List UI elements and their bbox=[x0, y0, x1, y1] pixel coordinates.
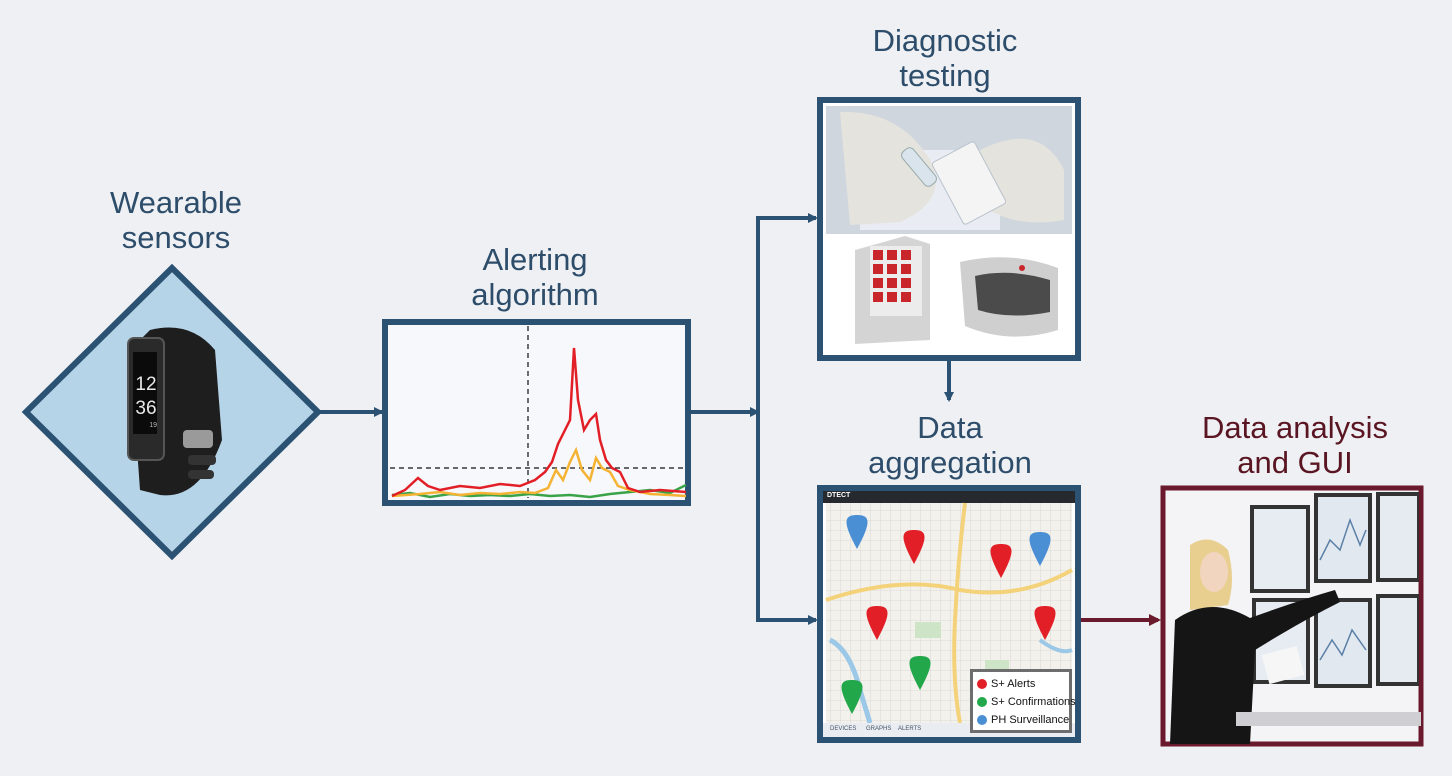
map-pin-icon bbox=[990, 544, 1012, 578]
watch-time-minute: 36 bbox=[135, 398, 157, 419]
analyst-photo bbox=[1160, 485, 1424, 747]
legend-dot bbox=[977, 679, 987, 689]
label-line: and GUI bbox=[1237, 445, 1353, 480]
map-pin-icon bbox=[909, 656, 931, 690]
label-alerting-algorithm: Alerting algorithm bbox=[430, 242, 640, 312]
watch-date: 19 bbox=[149, 422, 157, 429]
arrow-to-aggregation bbox=[756, 412, 818, 625]
map-pin-icon bbox=[903, 530, 925, 564]
map-pins bbox=[841, 515, 1056, 714]
legend-item-alerts: S+ Alerts bbox=[977, 675, 1065, 693]
legend-dot bbox=[977, 697, 987, 707]
series-red bbox=[391, 347, 687, 498]
map-app-title: DTECT bbox=[827, 492, 851, 499]
legend-label: PH Surveillance bbox=[991, 714, 1070, 726]
series-yellow bbox=[391, 446, 687, 498]
label-line: Data bbox=[917, 410, 983, 445]
wearable-band-icon bbox=[127, 327, 222, 496]
legend-label: S+ Alerts bbox=[991, 678, 1036, 690]
label-line: sensors bbox=[121, 220, 231, 255]
label-wearable-sensors: Wearable sensors bbox=[86, 185, 266, 255]
label-diagnostic-testing: Diagnostic testing bbox=[840, 23, 1050, 93]
label-data-analysis-gui: Data analysis and GUI bbox=[1175, 410, 1415, 480]
legend-dot bbox=[977, 715, 987, 725]
wearable-node bbox=[21, 263, 323, 561]
label-line: testing bbox=[899, 58, 991, 93]
label-line: aggregation bbox=[868, 445, 1032, 480]
watch-time-hour: 12 bbox=[135, 374, 157, 395]
map-tab-graphs[interactable]: GRAPHS bbox=[866, 726, 892, 732]
label-line: Diagnostic bbox=[872, 23, 1018, 58]
map-pin-icon bbox=[1029, 532, 1051, 566]
diagnostic-photo bbox=[817, 97, 1081, 361]
label-data-aggregation: Data aggregation bbox=[845, 410, 1055, 480]
label-line: Wearable bbox=[109, 185, 243, 220]
label-line: algorithm bbox=[471, 277, 599, 312]
map-pin-icon bbox=[846, 515, 868, 549]
legend-item-surveillance: PH Surveillance bbox=[977, 711, 1069, 729]
map-pin-icon bbox=[841, 680, 863, 714]
arrow-to-diagnostic bbox=[756, 213, 818, 412]
label-line: Data analysis bbox=[1201, 410, 1389, 445]
alerting-chart bbox=[382, 319, 691, 506]
map-pin-icon bbox=[1034, 606, 1056, 640]
map-app-header bbox=[823, 491, 1075, 503]
legend-item-confirmations: S+ Confirmations bbox=[977, 693, 1076, 711]
label-line: Alerting bbox=[482, 242, 588, 277]
map-pin-icon bbox=[866, 606, 888, 640]
map-legend: S+ Alerts S+ Confirmations PH Surveillan… bbox=[970, 669, 1076, 733]
map-tab-alerts[interactable]: ALERTS bbox=[898, 726, 922, 732]
legend-label: S+ Confirmations bbox=[991, 696, 1076, 708]
map-tab-devices[interactable]: DEVICES bbox=[830, 726, 857, 732]
